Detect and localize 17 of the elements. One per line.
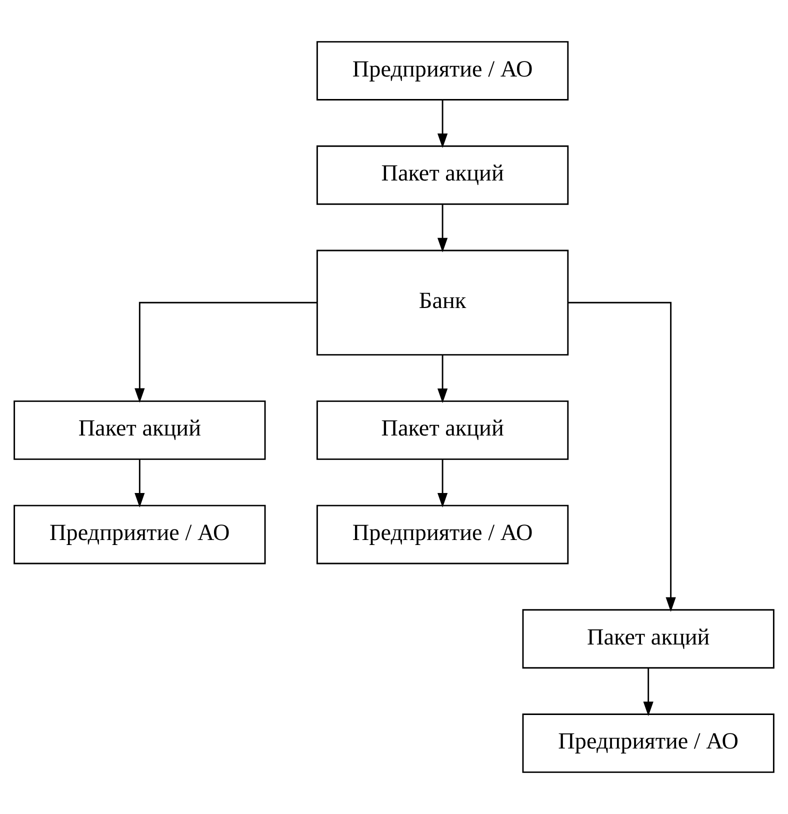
node-box: Предприятие / АО	[14, 504, 266, 564]
arrow	[134, 459, 145, 508]
arrow	[437, 459, 448, 508]
arrow	[643, 668, 654, 716]
node-box: Банк	[316, 250, 569, 356]
node-box: Предприятие / АО	[316, 504, 569, 564]
arrow	[134, 302, 318, 403]
node-box: Предприятие / АО	[522, 714, 774, 773]
node-box: Пакет акций	[316, 400, 569, 460]
arrow	[437, 204, 448, 252]
node-box: Предприятие / АО	[316, 41, 569, 100]
arrow	[437, 100, 448, 148]
node-box: Пакет акций	[316, 145, 569, 205]
node-box: Пакет акций	[522, 609, 774, 669]
arrow	[437, 354, 448, 404]
arrow	[568, 302, 676, 612]
node-box: Пакет акций	[14, 400, 266, 460]
